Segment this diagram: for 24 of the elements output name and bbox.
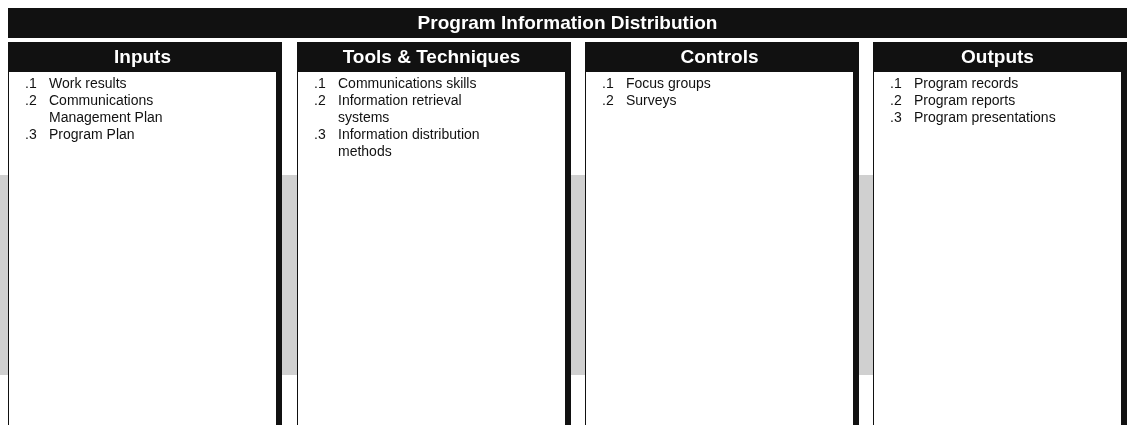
column-panel [873, 42, 1127, 425]
list-item: .1 Work results [25, 75, 128, 92]
column-panel [8, 42, 282, 425]
list-item: .3 Information distribution methods [314, 126, 481, 160]
column-heading: Outputs [874, 42, 1121, 72]
list-item: .1 Focus groups [602, 75, 712, 92]
title-bar: Program Information Distribution [8, 8, 1127, 38]
flow-band [0, 175, 8, 375]
list-item: .1 Program records [890, 75, 1020, 92]
list-item: .3 Program presentations [890, 109, 1057, 126]
list-item: .3 Program Plan [25, 126, 136, 143]
list-item: .2 Program reports [890, 92, 1017, 109]
list-item: .2 Information retrieval systems [314, 92, 463, 126]
column-panel [585, 42, 859, 425]
column-heading: Tools & Techniques [298, 42, 565, 72]
flow-band [571, 175, 585, 375]
list-item: .2 Communications Management Plan [25, 92, 164, 126]
list-item: .1 Communications skills [314, 75, 478, 92]
column-heading: Inputs [9, 42, 276, 72]
column-panel [297, 42, 571, 425]
flow-band [282, 175, 297, 375]
column-heading: Controls [586, 42, 853, 72]
list-item: .2 Surveys [602, 92, 678, 109]
flow-band [859, 175, 873, 375]
